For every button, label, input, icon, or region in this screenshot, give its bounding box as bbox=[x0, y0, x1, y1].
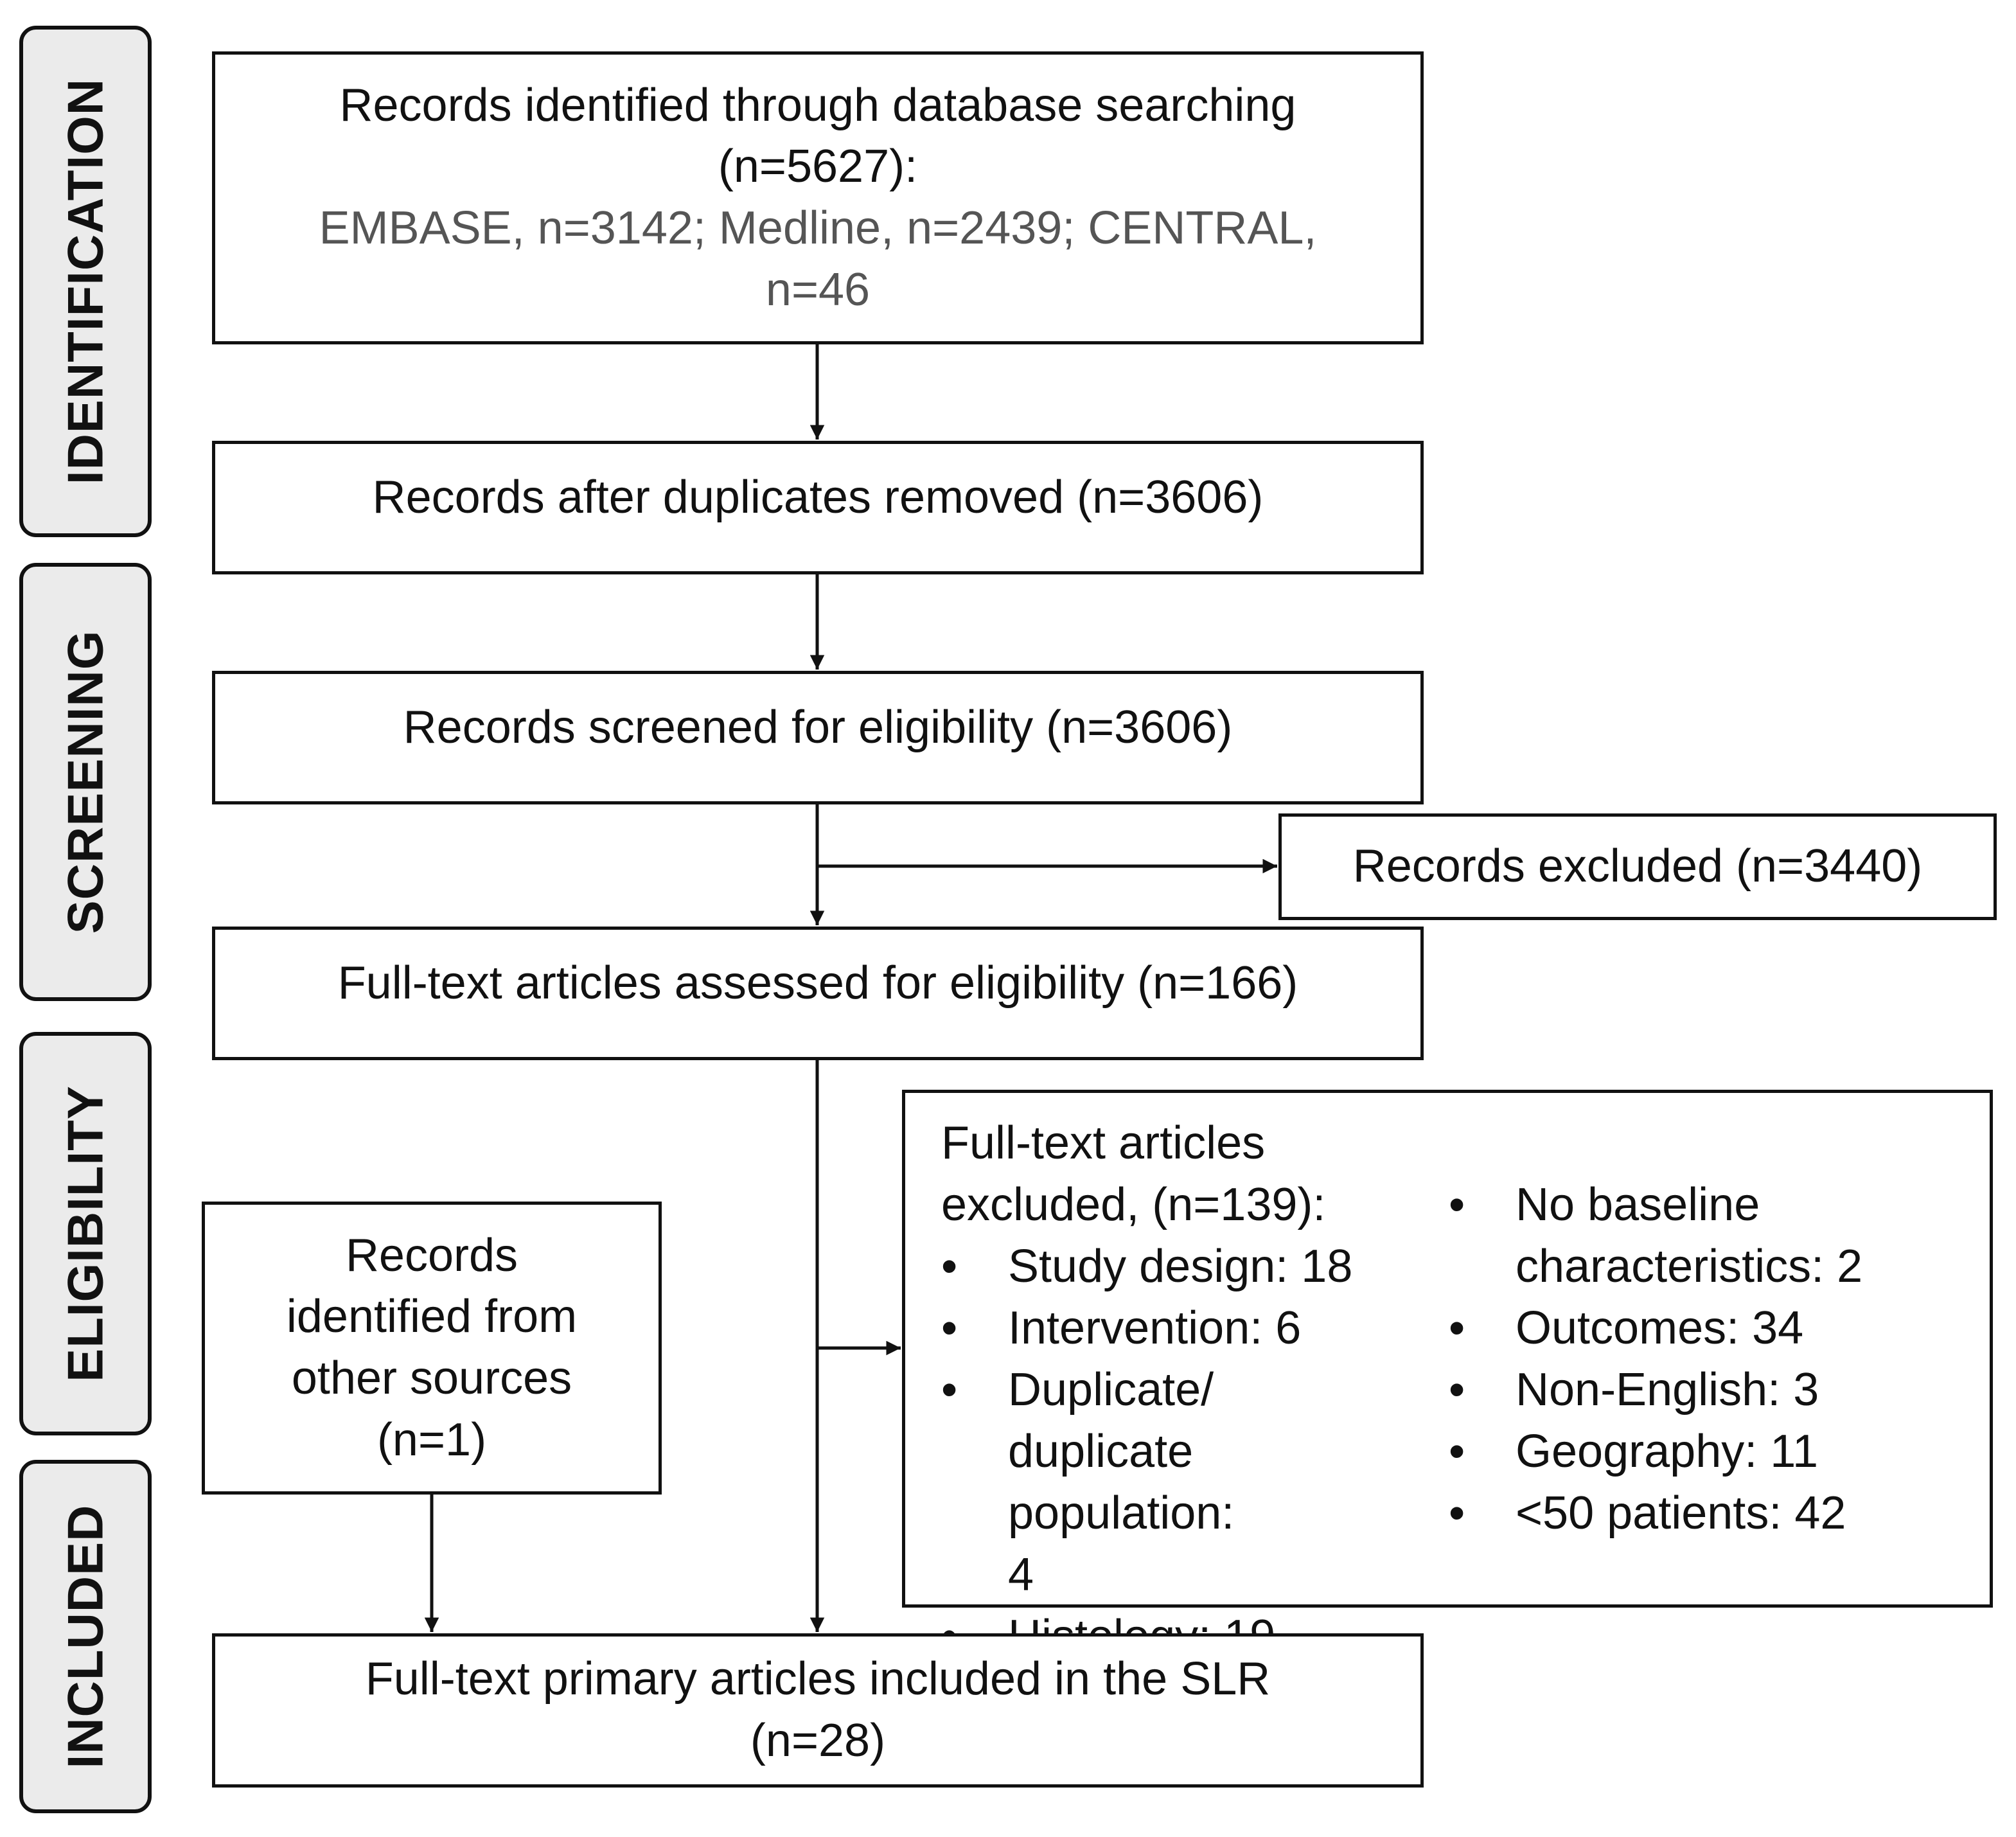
records-excluded-text: Records excluded (n=3440) bbox=[1352, 840, 1923, 892]
records-after-duplicates-box: Records after duplicates removed (n=3606… bbox=[212, 441, 1424, 574]
other-sources-line2: identified from bbox=[286, 1291, 578, 1343]
exclusion-reason-study-design: Study design: 18 bbox=[941, 1236, 1449, 1297]
other-sources-line4: (n=1) bbox=[376, 1414, 487, 1466]
fulltext-excluded-heading1: Full-text articles bbox=[941, 1117, 1266, 1169]
fulltext-excluded-heading2: excluded, (n=139): bbox=[941, 1179, 1326, 1230]
exclusion-reasons-right: No baseline characteristics: 2 Outcomes:… bbox=[1449, 1174, 1963, 1544]
stage-screening: SCREENING bbox=[19, 563, 152, 1001]
exclusion-reason-duplicate: Duplicate/ duplicate population: 4 bbox=[941, 1359, 1265, 1606]
exclusion-reason-non-english: Non-English: 3 bbox=[1449, 1359, 1963, 1421]
stage-eligibility: ELIGIBILITY bbox=[19, 1032, 152, 1435]
other-sources-line3: other sources bbox=[291, 1353, 572, 1404]
records-screened-box: Records screened for eligibility (n=3606… bbox=[212, 671, 1424, 804]
records-identified-line1: Records identified through database sear… bbox=[339, 79, 1296, 131]
exclusion-reason-no-baseline: No baseline characteristics: 2 bbox=[1449, 1174, 1940, 1297]
other-sources-box: Records identified from other sources (n… bbox=[202, 1202, 662, 1495]
other-sources-line1: Records bbox=[345, 1229, 518, 1281]
exclusion-reason-geography: Geography: 11 bbox=[1449, 1421, 1963, 1482]
fulltext-excluded-box: Full-text articles excluded, (n=139): St… bbox=[902, 1090, 1993, 1667]
records-excluded-box: Records excluded (n=3440) bbox=[1278, 813, 1997, 920]
records-identified-box: Records identified through database sear… bbox=[212, 51, 1424, 344]
records-identified-sources-cont: n=46 bbox=[765, 263, 871, 315]
stage-included: INCLUDED bbox=[19, 1460, 152, 1813]
exclusion-reason-outcomes: Outcomes: 34 bbox=[1449, 1297, 1963, 1359]
records-identified-sources: EMBASE, n=3142; Medline, n=2439; CENTRAL… bbox=[319, 202, 1317, 254]
included-box: Full-text primary articles included in t… bbox=[212, 1633, 1424, 1788]
fulltext-assessed-text: Full-text articles assessed for eligibil… bbox=[337, 957, 1298, 1009]
records-screened-text: Records screened for eligibility (n=3606… bbox=[403, 702, 1233, 753]
stage-identification: IDENTIFICATION bbox=[19, 26, 152, 537]
exclusion-reason-under-50-patients: <50 patients: 42 bbox=[1449, 1482, 1963, 1544]
included-line2: (n=28) bbox=[750, 1715, 886, 1766]
records-identified-line2: (n=5627): bbox=[718, 141, 918, 193]
fulltext-assessed-box: Full-text articles assessed for eligibil… bbox=[212, 927, 1424, 1060]
included-line1: Full-text primary articles included in t… bbox=[365, 1653, 1271, 1705]
records-after-duplicates-text: Records after duplicates removed (n=3606… bbox=[372, 472, 1264, 523]
exclusion-reason-intervention: Intervention: 6 bbox=[941, 1297, 1449, 1359]
